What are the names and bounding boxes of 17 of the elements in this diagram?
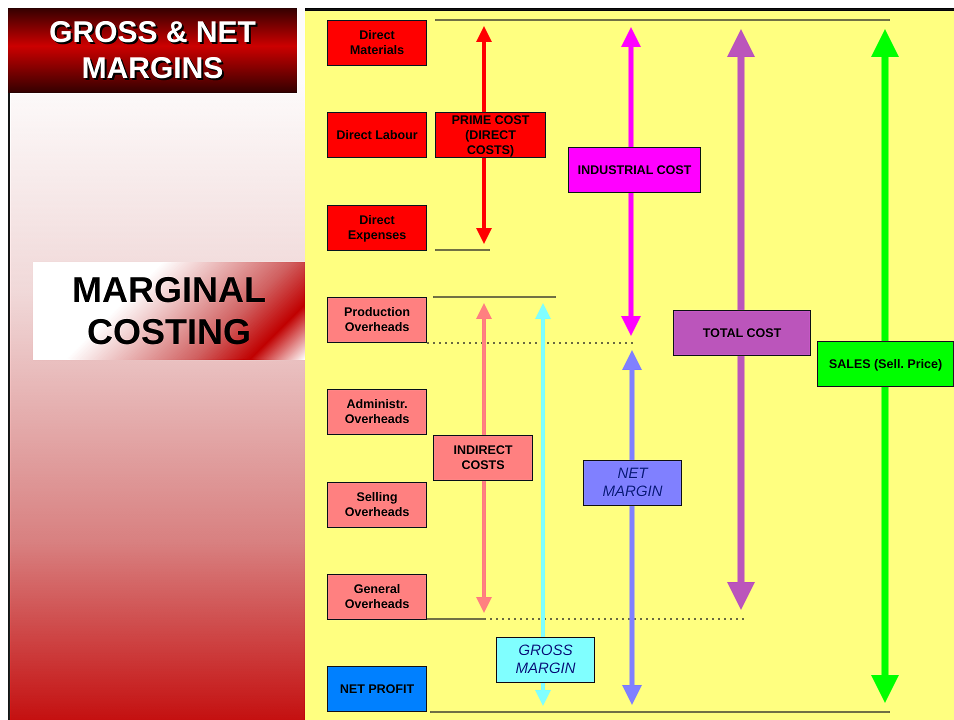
total-label-box: INDUSTRIAL COST xyxy=(568,147,701,193)
total-label-box: INDIRECT COSTS xyxy=(433,435,533,481)
cost-box: NET PROFIT xyxy=(327,666,427,712)
cost-box: Direct Materials xyxy=(327,20,427,66)
total-label-box: NET MARGIN xyxy=(583,460,682,506)
cost-box: Production Overheads xyxy=(327,297,427,343)
section-heading: MARGINAL COSTING xyxy=(33,262,305,360)
cost-box: Direct Expenses xyxy=(327,205,427,251)
total-label-box: SALES (Sell. Price) xyxy=(817,341,954,387)
total-label-box: GROSS MARGIN xyxy=(496,637,595,683)
slide-title: GROSS & NET MARGINS xyxy=(8,8,297,93)
total-label-box: PRIME COST (DIRECT COSTS) xyxy=(435,112,546,158)
total-label-box: TOTAL COST xyxy=(673,310,811,356)
cost-box: Selling Overheads xyxy=(327,482,427,528)
cost-box: General Overheads xyxy=(327,574,427,620)
cost-box: Direct Labour xyxy=(327,112,427,158)
cost-box: Administr. Overheads xyxy=(327,389,427,435)
